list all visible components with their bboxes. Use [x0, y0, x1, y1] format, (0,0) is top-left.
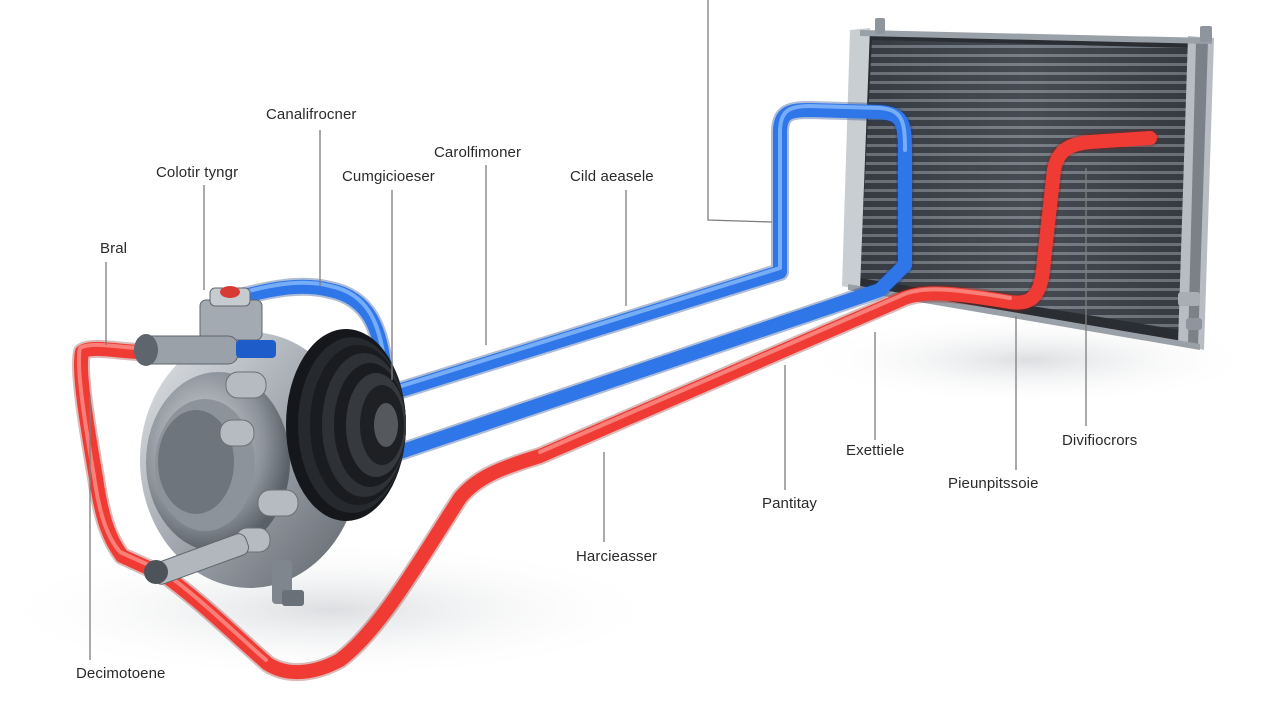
leader-lines [89, 0, 1087, 660]
label-cold-pressure: Cild aeasele [570, 168, 654, 185]
condenser-icon [842, 18, 1214, 350]
label-compressor: Cumgicioeser [342, 168, 435, 185]
label-decompressor: Decimotoene [76, 665, 166, 682]
label-clutch: Colotir tyngr [156, 164, 239, 181]
discharge-line [71, 129, 1159, 682]
label-carbureter-right: Carolfimoner [434, 144, 522, 161]
label-pantry: Pantitay [762, 495, 817, 512]
label-dividers: Divifiocrors [1062, 432, 1138, 449]
label-bal: Bral [100, 240, 128, 257]
label-pressure: Pieunpitssoie [948, 475, 1039, 492]
label-hatchroser: Harcieasser [576, 548, 658, 565]
label-exhaust: Exettiele [846, 442, 905, 459]
label-carbureter-left: Canalifrocner [266, 106, 357, 123]
pulley-icon [286, 329, 406, 521]
